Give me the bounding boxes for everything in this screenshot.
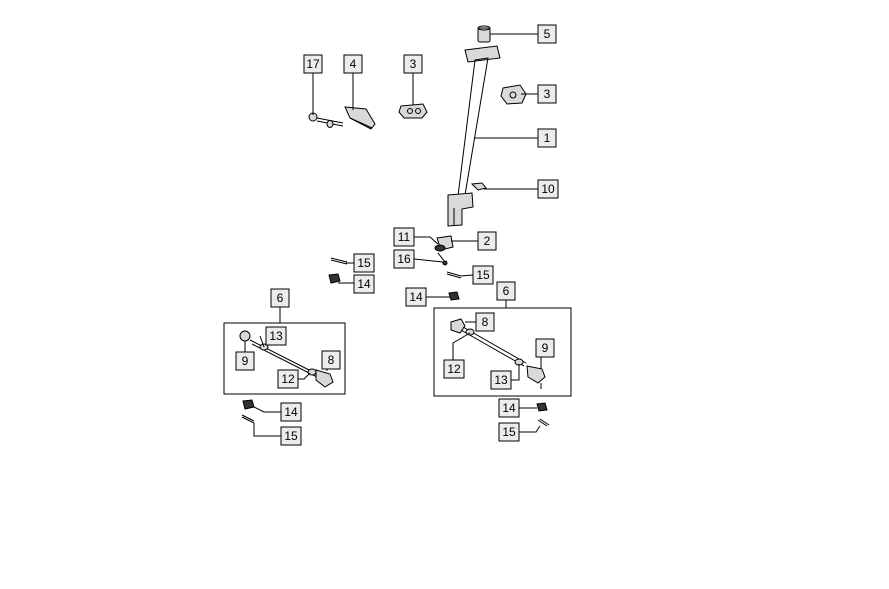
svg-text:15: 15 bbox=[502, 425, 516, 439]
svg-text:8: 8 bbox=[328, 353, 335, 367]
part-14-nut-lower-left bbox=[242, 399, 255, 410]
svg-text:10: 10 bbox=[541, 182, 555, 196]
callout-14-lower-right[interactable]: 14 bbox=[498, 398, 520, 418]
callout-9-right[interactable]: 9 bbox=[535, 338, 555, 358]
svg-text:14: 14 bbox=[502, 401, 516, 415]
part-15-cotter-pin-lower-right bbox=[537, 418, 550, 427]
svg-text:12: 12 bbox=[281, 372, 295, 386]
part-14-nut-lower-right bbox=[536, 402, 548, 412]
svg-text:15: 15 bbox=[476, 268, 490, 282]
part-15-cotter-pin-lower-left bbox=[241, 414, 255, 424]
callout-11[interactable]: 11 bbox=[393, 227, 415, 247]
svg-text:13: 13 bbox=[494, 373, 508, 387]
part-5-top-bushing bbox=[477, 25, 491, 43]
svg-text:17: 17 bbox=[306, 57, 320, 71]
callout-15-upper-left[interactable]: 15 bbox=[353, 253, 375, 273]
part-17-bolt bbox=[308, 112, 344, 128]
svg-text:3: 3 bbox=[410, 57, 417, 71]
callout-2[interactable]: 2 bbox=[477, 231, 497, 251]
callout-10[interactable]: 10 bbox=[537, 179, 559, 199]
part-15-cotter-pin-middle bbox=[446, 271, 462, 279]
callout-17[interactable]: 17 bbox=[303, 54, 323, 74]
part-14-nut-middle bbox=[448, 291, 460, 301]
callout-15-lower-right[interactable]: 15 bbox=[498, 422, 520, 442]
callout-8-left[interactable]: 8 bbox=[321, 350, 341, 370]
svg-text:15: 15 bbox=[284, 429, 298, 443]
callout-16[interactable]: 16 bbox=[393, 249, 415, 269]
part-4-bracket bbox=[344, 106, 376, 130]
svg-text:16: 16 bbox=[397, 252, 411, 266]
part-3-right-clamp bbox=[500, 84, 527, 105]
callout-9-left[interactable]: 9 bbox=[235, 351, 255, 371]
callout-15-lower-left[interactable]: 15 bbox=[280, 426, 302, 446]
callout-1[interactable]: 1 bbox=[537, 128, 557, 148]
svg-text:14: 14 bbox=[409, 290, 423, 304]
callout-3-left[interactable]: 3 bbox=[403, 54, 423, 74]
right-tie-rod-assembly bbox=[433, 307, 572, 397]
svg-text:6: 6 bbox=[277, 291, 284, 305]
part-14-nut-upper-left bbox=[328, 273, 341, 284]
svg-text:9: 9 bbox=[542, 341, 549, 355]
svg-text:3: 3 bbox=[544, 87, 551, 101]
svg-text:14: 14 bbox=[284, 405, 298, 419]
callout-5[interactable]: 5 bbox=[537, 24, 557, 44]
callout-14-middle[interactable]: 14 bbox=[405, 287, 427, 307]
svg-text:8: 8 bbox=[482, 315, 489, 329]
callout-14-lower-left[interactable]: 14 bbox=[280, 402, 302, 422]
part-1-steering-column bbox=[447, 45, 501, 227]
svg-text:9: 9 bbox=[242, 354, 249, 368]
callout-12-left[interactable]: 12 bbox=[277, 369, 299, 389]
callout-3-right[interactable]: 3 bbox=[537, 84, 557, 104]
svg-text:13: 13 bbox=[269, 329, 283, 343]
part-10-clip bbox=[470, 182, 487, 191]
callout-13-left[interactable]: 13 bbox=[265, 326, 287, 346]
callout-8-right[interactable]: 8 bbox=[475, 312, 495, 332]
svg-text:5: 5 bbox=[544, 27, 551, 41]
callout-12-right[interactable]: 12 bbox=[443, 359, 465, 379]
svg-text:15: 15 bbox=[357, 256, 371, 270]
svg-text:11: 11 bbox=[398, 230, 411, 244]
part-15-cotter-pin-upper-left bbox=[330, 257, 348, 265]
svg-text:2: 2 bbox=[484, 234, 491, 248]
svg-text:6: 6 bbox=[503, 284, 510, 298]
callout-14-upper-left[interactable]: 14 bbox=[353, 274, 375, 294]
callout-15-middle[interactable]: 15 bbox=[472, 265, 494, 285]
svg-text:12: 12 bbox=[447, 362, 461, 376]
svg-text:1: 1 bbox=[544, 131, 551, 145]
svg-text:4: 4 bbox=[350, 57, 357, 71]
callout-4[interactable]: 4 bbox=[343, 54, 363, 74]
part-2-lower-joint bbox=[434, 235, 454, 266]
svg-text:14: 14 bbox=[357, 277, 371, 291]
callout-6-left[interactable]: 6 bbox=[270, 288, 290, 308]
callout-6-right[interactable]: 6 bbox=[496, 281, 516, 301]
callout-13-right[interactable]: 13 bbox=[490, 370, 512, 390]
part-3-left-clamp bbox=[398, 103, 428, 119]
